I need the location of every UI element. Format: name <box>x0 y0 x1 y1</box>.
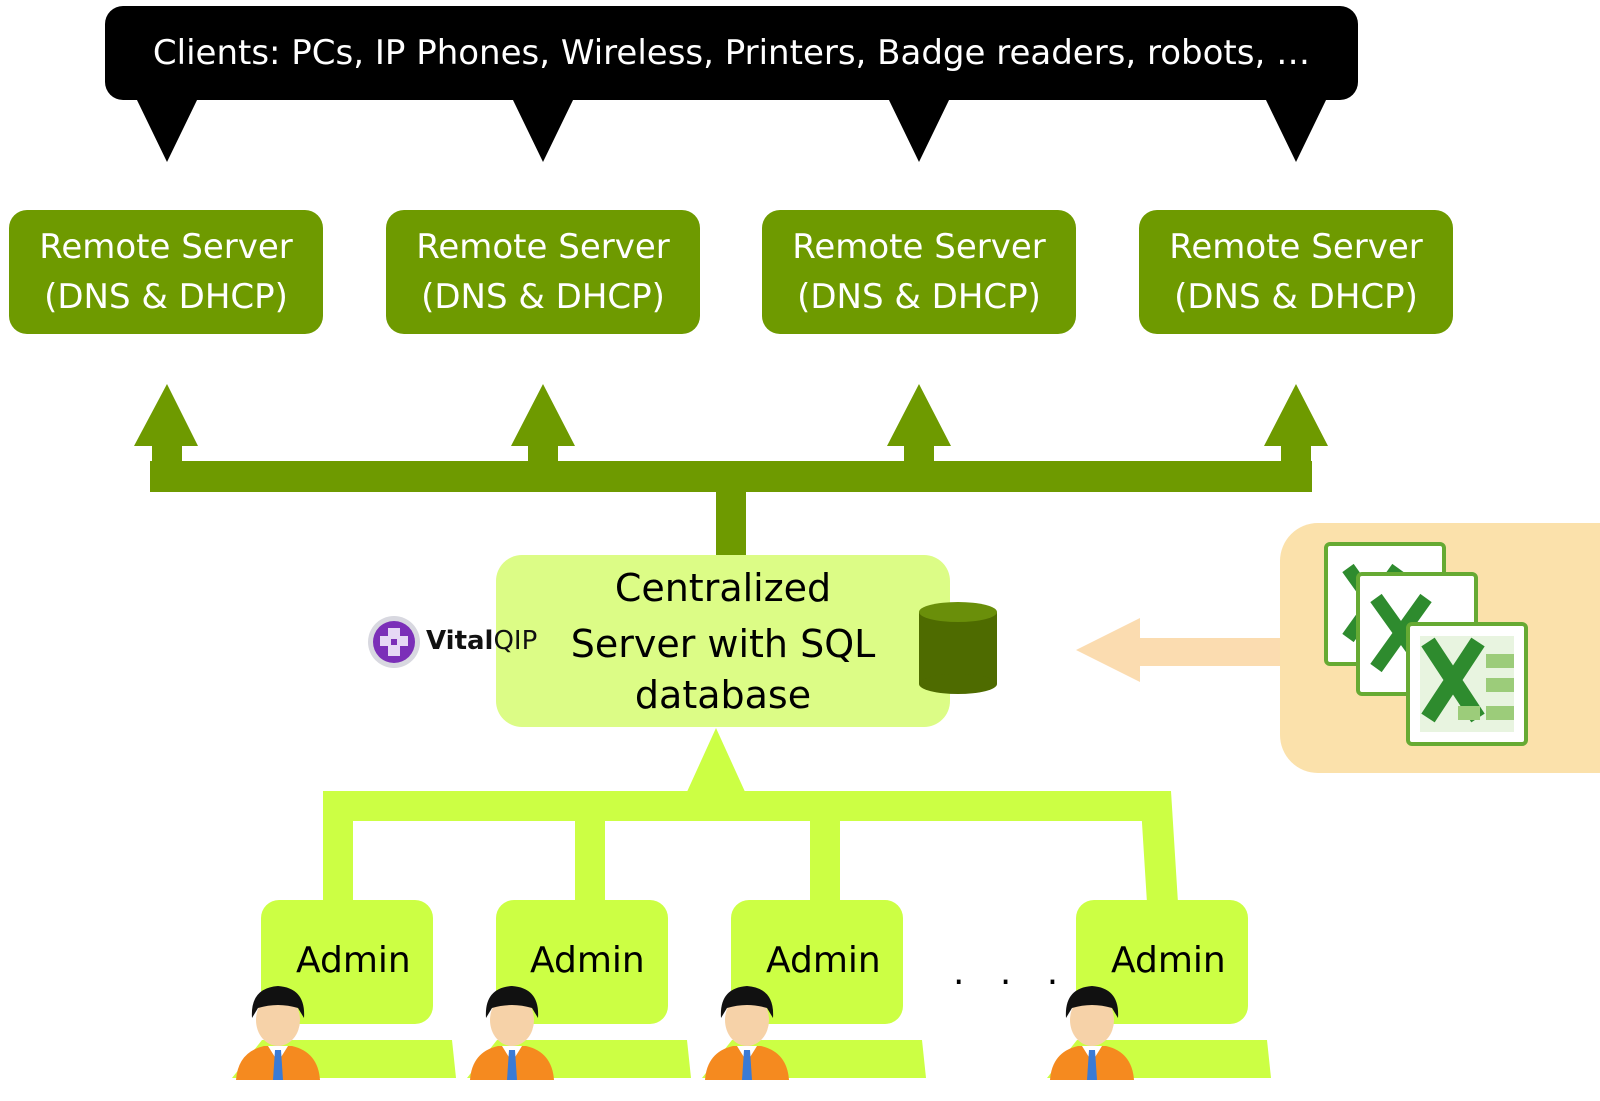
remote-server-subtitle: (DNS & DHCP) <box>797 277 1041 317</box>
admin-person-icon <box>236 986 320 1080</box>
vitalqip-logo <box>366 612 556 672</box>
clients-banner: Clients: PCs, IP Phones, Wireless, Print… <box>105 6 1358 100</box>
up-arrow-4 <box>1264 384 1328 446</box>
remote-server-title: Remote Server <box>1169 227 1423 267</box>
client-pointer-2 <box>512 98 574 162</box>
remote-server-title: Remote Server <box>792 227 1046 267</box>
client-pointer-4 <box>1265 98 1327 162</box>
remote-server-subtitle: (DNS & DHCP) <box>421 277 665 317</box>
admin-person-icon <box>470 986 554 1080</box>
central-line-2: Server with SQL <box>570 622 876 666</box>
up-arrow-3 <box>887 384 951 446</box>
up-arrow-2 <box>511 384 575 446</box>
central-server: Centralized Server with SQL database <box>496 555 950 727</box>
vitalqip-emblem-icon <box>368 616 420 668</box>
admin-person-icon <box>1050 986 1134 1080</box>
remote-server-1: Remote Server (DNS & DHCP) <box>9 210 323 334</box>
remote-server-4: Remote Server (DNS & DHCP) <box>1139 210 1453 334</box>
database-icon <box>919 602 997 694</box>
admin-person-icon <box>705 986 789 1080</box>
excel-files-icon <box>1324 542 1528 746</box>
remote-server-title: Remote Server <box>416 227 670 267</box>
central-line-3: database <box>634 673 812 717</box>
more-admins-ellipsis: . . . <box>953 952 1071 993</box>
up-arrow-1 <box>134 384 198 446</box>
client-pointer-3 <box>888 98 950 162</box>
admin-tree <box>323 728 1178 903</box>
vitalqip-brand-rest: QIP <box>493 626 538 656</box>
remote-server-subtitle: (DNS & DHCP) <box>1174 277 1418 317</box>
admin-label: Admin <box>296 940 411 981</box>
excel-sheet-3 <box>1406 622 1528 746</box>
admin-label: Admin <box>766 940 881 981</box>
admin-label: Admin <box>1111 940 1226 981</box>
remote-server-subtitle: (DNS & DHCP) <box>44 277 288 317</box>
remote-server-3: Remote Server (DNS & DHCP) <box>762 210 1076 334</box>
vitalqip-wordmark: VitalQIP <box>426 626 537 656</box>
client-pointer-1 <box>136 98 198 162</box>
vitalqip-brand-bold: Vital <box>426 626 494 656</box>
import-arrow <box>1076 618 1282 682</box>
distribution-tree <box>134 384 1328 556</box>
remote-server-2: Remote Server (DNS & DHCP) <box>386 210 700 334</box>
clients-label: Clients: PCs, IP Phones, Wireless, Print… <box>152 33 1311 73</box>
admin-label: Admin <box>530 940 645 981</box>
remote-server-title: Remote Server <box>39 227 293 267</box>
central-line-1: Centralized <box>614 566 832 610</box>
